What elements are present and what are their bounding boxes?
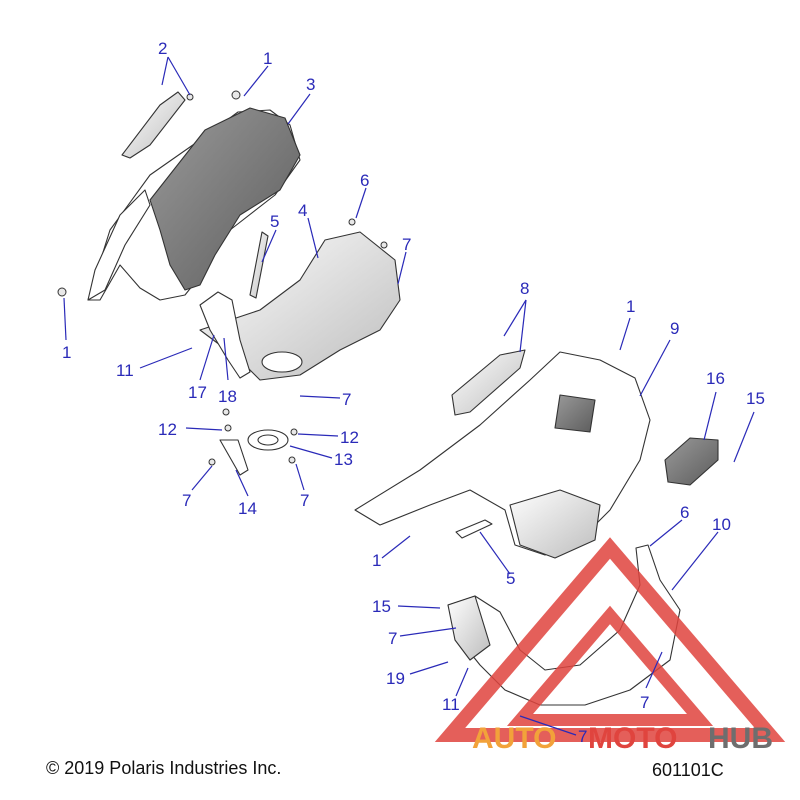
part-dash-cover	[87, 107, 301, 301]
callout-3: 3	[306, 75, 315, 94]
callout-2: 2	[158, 39, 167, 58]
part-grille-left	[451, 349, 526, 416]
part-bracket-cluster	[208, 408, 298, 476]
part-front-fascia	[354, 351, 651, 559]
leader-lines	[63, 56, 755, 736]
callout-5: 5	[506, 569, 515, 588]
callout-6: 6	[360, 171, 369, 190]
callout-14: 14	[238, 499, 257, 518]
watermark-triangle-outer	[434, 537, 786, 742]
callout-18: 18	[218, 387, 237, 406]
callout-7: 7	[640, 693, 649, 712]
part-small-bracket-5b	[455, 519, 493, 539]
callout-6: 6	[680, 503, 689, 522]
callout-1: 1	[62, 343, 71, 362]
callout-7: 7	[342, 390, 351, 409]
watermark-auto: AUTO	[472, 722, 556, 755]
callout-4: 4	[298, 201, 307, 220]
callout-1: 1	[626, 297, 635, 316]
callout-19: 19	[386, 669, 405, 688]
callout-7: 7	[388, 629, 397, 648]
watermark-moto: MOTO	[588, 722, 677, 755]
callout-7: 7	[578, 727, 587, 746]
callout-15: 15	[372, 597, 391, 616]
callout-11: 11	[116, 361, 134, 380]
callout-10: 10	[712, 515, 731, 534]
callout-12: 12	[340, 428, 359, 447]
callout-8: 8	[520, 279, 529, 298]
callout-12: 12	[158, 420, 177, 439]
callout-15: 15	[746, 389, 765, 408]
part-side-bracket	[199, 231, 269, 379]
callout-7: 7	[300, 491, 309, 510]
callout-labels: 2 1 3 6 5 4 7 1 8 1 9 11 17 18 7 16 15 1…	[62, 39, 765, 746]
callout-9: 9	[670, 319, 679, 338]
callout-13: 13	[334, 450, 353, 469]
part-floor-pan	[199, 231, 401, 381]
diagram-id: 601101C	[652, 760, 724, 780]
callout-17: 17	[188, 383, 207, 402]
callout-1: 1	[263, 49, 272, 68]
watermark-hub: HUB	[708, 722, 773, 755]
part-lower-guard	[447, 544, 681, 706]
callout-11: 11	[442, 695, 460, 714]
part-trim-strip	[121, 91, 194, 159]
callout-16: 16	[706, 369, 725, 388]
callout-7: 7	[402, 235, 411, 254]
part-grille-right	[664, 437, 719, 486]
callout-1: 1	[372, 551, 381, 570]
callout-7: 7	[182, 491, 191, 510]
callout-5: 5	[270, 212, 279, 231]
copyright-text: © 2019 Polaris Industries Inc.	[46, 758, 282, 778]
